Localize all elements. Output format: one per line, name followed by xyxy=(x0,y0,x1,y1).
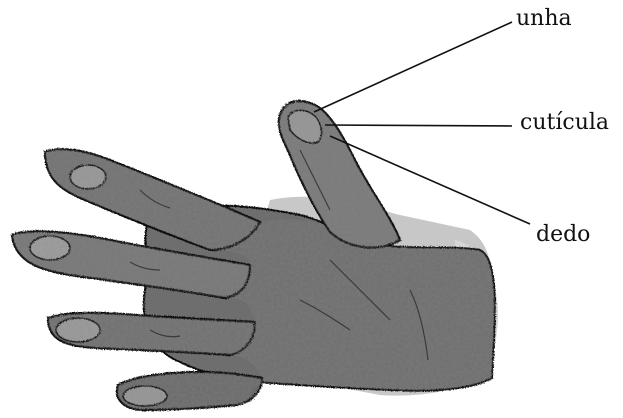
leader-nail xyxy=(314,22,512,112)
label-cuticle: cutícula xyxy=(520,112,609,134)
leader-cuticle xyxy=(325,125,512,126)
label-nail: unha xyxy=(516,8,572,30)
label-finger: dedo xyxy=(536,224,590,246)
texture-overlay xyxy=(12,101,495,410)
